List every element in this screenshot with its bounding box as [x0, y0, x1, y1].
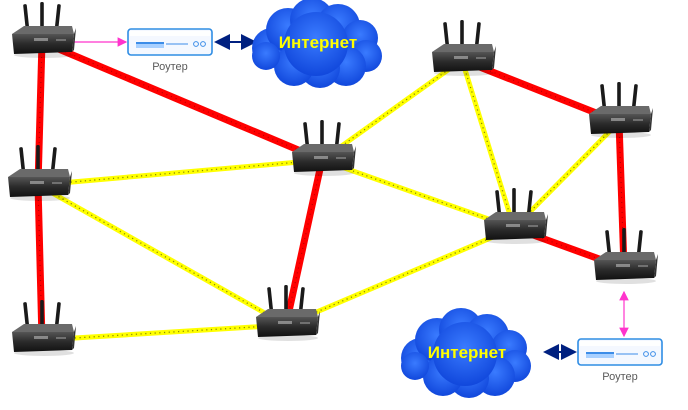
access-point-ap-8[interactable] — [484, 188, 548, 244]
internet-cloud[interactable]: Интернет — [252, 0, 382, 88]
wireless-link — [321, 157, 515, 231]
access-point-ap-1[interactable] — [12, 2, 76, 58]
wireless-link — [512, 120, 621, 230]
router-top[interactable]: Роутер — [127, 28, 213, 73]
wireless-link — [36, 182, 288, 328]
access-point-ap-4[interactable] — [292, 120, 356, 176]
access-point-ap-5[interactable] — [256, 285, 320, 341]
router-label: Роутер — [152, 61, 188, 73]
wireless-link — [37, 157, 323, 188]
access-point-ap-3[interactable] — [12, 300, 76, 356]
access-point-ap-2[interactable] — [8, 145, 72, 201]
access-point-ap-6[interactable] — [432, 20, 496, 76]
wired-link — [282, 159, 326, 326]
links-layer — [34, 34, 629, 360]
wireless-link — [459, 59, 517, 229]
access-point-ap-7[interactable] — [589, 82, 653, 138]
cloud-label: Интернет — [279, 33, 357, 52]
router-label: Роутер — [602, 371, 638, 383]
wired-link — [40, 38, 324, 164]
router-bottom[interactable]: Роутер — [577, 338, 663, 383]
internet-cloud[interactable]: Интернет — [401, 308, 531, 398]
cloud-label: Интернет — [428, 343, 506, 362]
wireless-link — [320, 57, 464, 163]
wireless-link — [41, 322, 287, 343]
access-point-ap-9[interactable] — [594, 228, 658, 284]
wireless-link — [285, 225, 515, 328]
